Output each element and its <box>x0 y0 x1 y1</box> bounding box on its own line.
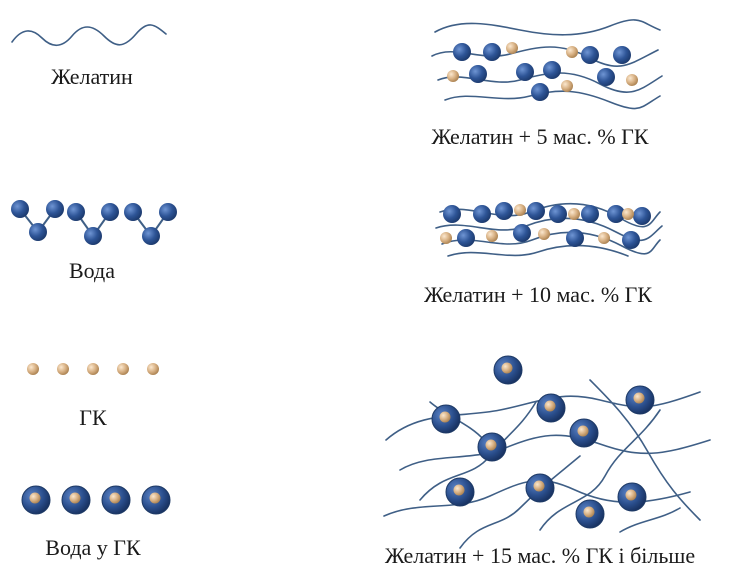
ha-cluster <box>447 42 638 92</box>
gelatin-10-label: Желатин + 10 мас. % ГК <box>424 282 652 307</box>
water-ha-particle <box>141 485 171 515</box>
water-molecule <box>67 203 119 245</box>
water-ha-particle <box>477 432 507 462</box>
ha-legend: ГК <box>27 363 159 430</box>
water-ha-particle <box>569 418 599 448</box>
water-ha-particle <box>493 355 523 385</box>
water-in-ha-legend: Вода у ГК <box>21 485 171 560</box>
gelatin-legend: Желатин <box>11 24 167 89</box>
ha-particle <box>27 363 39 375</box>
gelatin-5-label: Желатин + 5 мас. % ГК <box>431 124 648 149</box>
water-ha-particle <box>625 385 655 415</box>
water-ha-particle <box>617 482 647 512</box>
ha-label: ГК <box>79 405 107 430</box>
water-legend: Вода <box>11 200 177 283</box>
gelatin-15-panel: Желатин + 15 мас. % ГК і більше <box>383 355 711 568</box>
water-ha-particle <box>61 485 91 515</box>
gelatin-5-panel: Желатин + 5 мас. % ГК <box>431 19 663 149</box>
ha-cluster <box>440 204 634 244</box>
water-ha-particle <box>575 499 605 529</box>
water-label: Вода <box>69 258 115 283</box>
water-in-ha-label: Вода у ГК <box>45 535 141 560</box>
gelatin-15-label: Желатин + 15 мас. % ГК і більше <box>385 543 695 568</box>
water-cluster <box>443 202 651 249</box>
gelatin-strand <box>11 24 167 47</box>
ha-particle <box>57 363 69 375</box>
water-ha-particle <box>445 477 475 507</box>
gelatin-label: Желатин <box>51 64 133 89</box>
water-molecule <box>11 200 64 241</box>
ha-particle <box>87 363 99 375</box>
ha-particle <box>117 363 129 375</box>
water-molecule <box>124 203 177 245</box>
water-ha-particle <box>431 404 461 434</box>
water-ha-particle <box>525 473 555 503</box>
water-ha-particle <box>21 485 51 515</box>
water-ha-particle <box>536 393 566 423</box>
ha-particle <box>147 363 159 375</box>
gelatin-10-panel: Желатин + 10 мас. % ГК <box>424 202 663 307</box>
water-cluster <box>453 43 631 101</box>
water-ha-particle <box>101 485 131 515</box>
